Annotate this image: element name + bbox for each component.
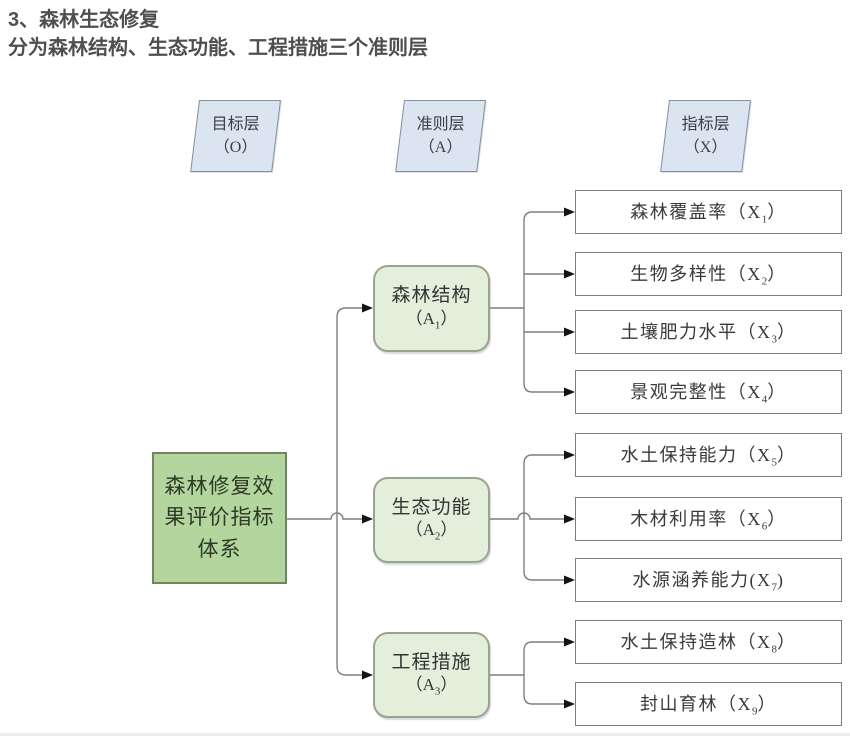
indicator-label: 封山育林（X9） [640,694,777,718]
indicator-box-x2: 生物多样性（X2） [575,252,842,296]
page-subtitle: 分为森林结构、生态功能、工程措施三个准则层 [8,37,428,59]
indicator-label: 木材利用率（X6） [630,509,787,533]
layer-header-criteria: 准则层 （A） [395,100,486,172]
indicator-box-x6: 木材利用率（X6） [575,497,842,541]
indicator-label: 水源涵养能力(X7) [632,570,785,594]
arrowhead-x4 [564,387,575,397]
criterion-code: （A1） [405,308,458,332]
layer-header-goal: 目标层 （O） [190,100,281,172]
criterion-box-a1: 森林结构 （A1） [373,265,490,352]
indicator-box-x8: 水土保持造林（X8） [575,620,842,664]
connector-criteria-trunk [336,307,363,676]
arrowhead-x8 [564,637,575,647]
arrowhead-x9 [564,699,575,709]
goal-label: 森林修复效果评价指标体系 [164,473,275,561]
title-block: 3、森林生态修复 分为森林结构、生态功能、工程措施三个准则层 [8,6,428,62]
criterion-code: （A3） [405,675,458,698]
layer-header-indicator-label: 指标层 （X） [681,115,730,156]
arrowhead-x1 [564,207,575,217]
arrowhead-a1 [362,303,373,313]
indicator-label: 土壤肥力水平（X3） [620,322,797,346]
criterion-name: 森林结构 [391,285,472,307]
page-edge-divider [0,733,850,736]
indicator-label: 森林覆盖率（X1） [630,202,787,226]
indicator-label: 水土保持造林（X8） [620,632,797,656]
arrowhead-x3 [564,327,575,337]
criterion-code: （A2） [405,520,458,543]
indicator-box-x7: 水源涵养能力(X7) [575,558,842,602]
indicator-label: 水土保持能力（X5） [620,445,797,469]
arrowhead-x5 [564,450,575,460]
connector-a2-x6 [490,512,565,520]
criterion-box-a3: 工程措施 （A3） [373,632,490,718]
arrowhead-x6 [564,514,575,524]
indicator-box-x3: 土壤肥力水平（X3） [575,310,842,354]
indicator-box-x4: 景观完整性（X4） [575,370,842,414]
connector-a3-trunk [523,641,533,705]
connector-goal-to-a2 [287,512,363,520]
layer-header-criteria-label: 准则层 （A） [416,115,465,156]
criterion-name: 工程措施 [391,651,472,673]
goal-box: 森林修复效果评价指标体系 [152,452,287,584]
indicator-label: 生物多样性（X2） [630,264,787,288]
page-title: 3、森林生态修复 [8,9,160,31]
criterion-box-a2: 生态功能 （A2） [373,477,490,563]
arrowhead-x7 [564,575,575,585]
indicator-box-x9: 封山育林（X9） [575,682,842,726]
arrowhead-x2 [564,269,575,279]
indicator-label: 景观完整性（X4） [630,382,787,406]
connector-a1-trunk [523,211,533,393]
layer-header-goal-label: 目标层 （O） [211,115,260,156]
indicator-box-x5: 水土保持能力（X5） [575,433,842,477]
connector-a2-trunk [523,454,533,581]
criterion-name: 生态功能 [391,496,472,518]
arrowhead-a3 [362,670,373,680]
indicator-box-x1: 森林覆盖率（X1） [575,190,842,234]
arrowhead-a2 [362,514,373,524]
layer-header-indicator: 指标层 （X） [660,100,751,172]
